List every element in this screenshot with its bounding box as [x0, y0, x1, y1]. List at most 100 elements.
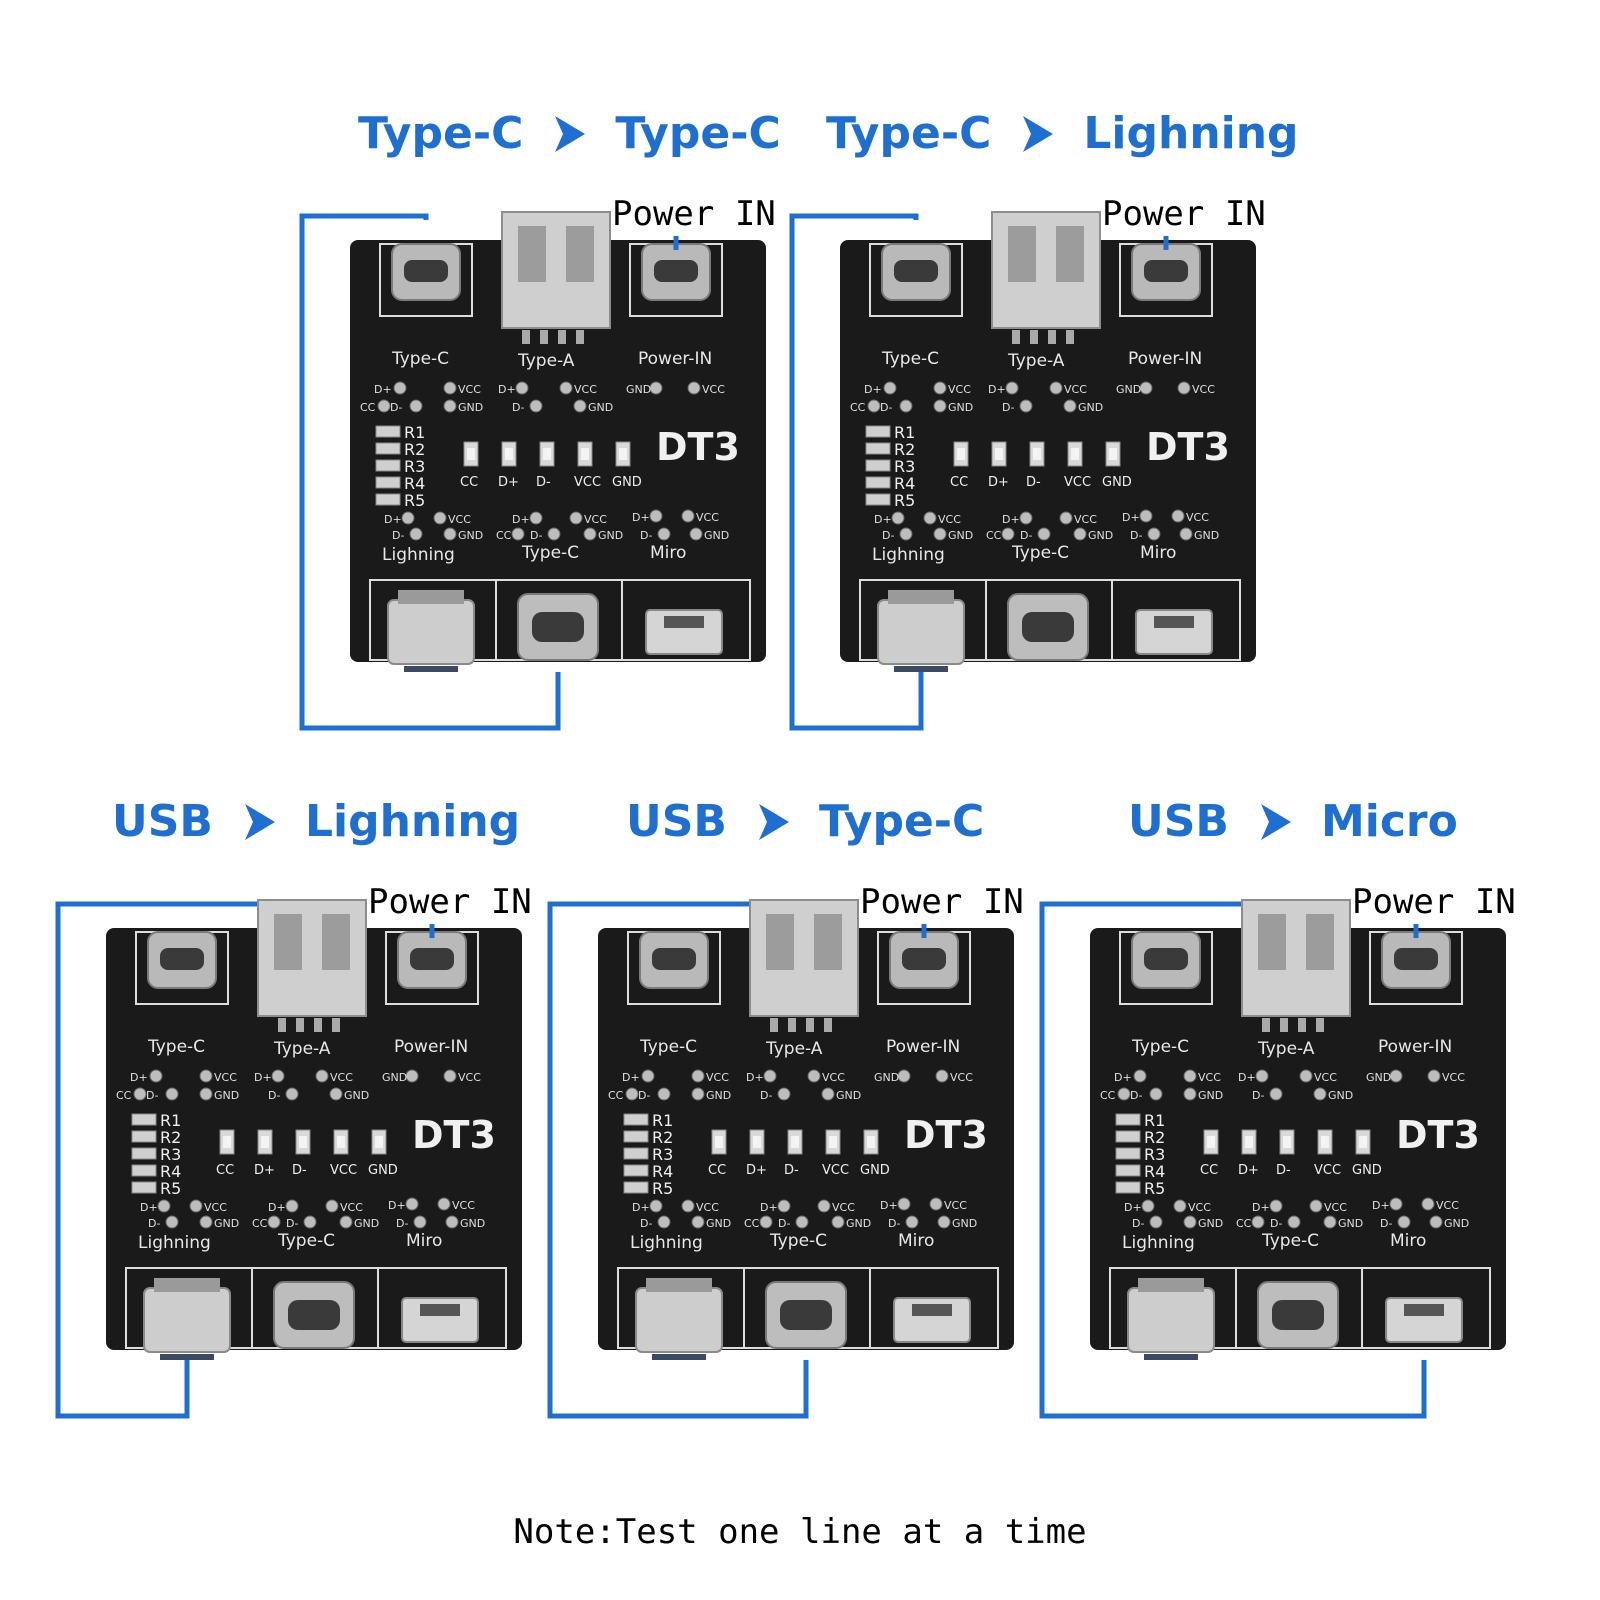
- gnd-typea-label: GND: [588, 401, 613, 414]
- dminus-micro-label: D-: [888, 1217, 900, 1230]
- dminus-typea-label: D-: [268, 1089, 280, 1102]
- vcc-typec-label: VCC: [1198, 1071, 1221, 1084]
- resistor-2: [131, 1130, 157, 1143]
- gnd-lightning-pad: [199, 1215, 213, 1229]
- dplus-typea-label: D+: [498, 383, 516, 396]
- gnd-micro-pad: [1179, 527, 1193, 541]
- resistor-4: [1115, 1164, 1141, 1177]
- heading-to: Type-C: [818, 796, 985, 847]
- dminus-typea-label: D-: [1002, 401, 1014, 414]
- dplus-typea-pad: [271, 1069, 285, 1083]
- dplus-lightning-pad: [157, 1199, 171, 1213]
- label-top-type-c: Type-C: [1131, 1037, 1189, 1057]
- vcc-typec-b-pad: [325, 1199, 339, 1213]
- gnd-typec-pad: [199, 1087, 213, 1101]
- dminus-micro-label: D-: [640, 529, 652, 542]
- dplus-micro-pad: [1139, 509, 1153, 523]
- dminus-typec-b-pad: [1287, 1215, 1301, 1229]
- dplus-typea-label: D+: [988, 383, 1006, 396]
- chevron-right-icon: [244, 803, 275, 840]
- cc-typec-label: CC: [850, 401, 866, 414]
- resistor-label-2: R2: [404, 440, 425, 459]
- micro-usb-port-bottom: [645, 609, 723, 655]
- gnd-typec-label: GND: [948, 401, 973, 414]
- dminus-typec-b-pad: [303, 1215, 317, 1229]
- dplus-typea-label: D+: [1238, 1071, 1256, 1084]
- gnd-micro-label: GND: [1194, 529, 1219, 542]
- resistor-3: [375, 459, 401, 472]
- cc-typec-b-pad: [759, 1215, 773, 1229]
- usb-a-port: [257, 899, 367, 1032]
- label-top-type-a: Type-A: [517, 351, 575, 371]
- dminus-typea-pad: [1269, 1087, 1283, 1101]
- dplus-typec-b-label: D+: [512, 513, 530, 526]
- vcc-micro-pad: [1421, 1197, 1435, 1211]
- dplus-typec-pad: [393, 381, 407, 395]
- label-top-power-in: Power-IN: [394, 1037, 468, 1057]
- vcc-power-label: VCC: [458, 1071, 481, 1084]
- label-top-type-c: Type-C: [147, 1037, 205, 1057]
- dplus-typec-b-label: D+: [1252, 1201, 1270, 1214]
- dminus-micro-pad: [1397, 1215, 1411, 1229]
- vcc-typec-b-pad: [817, 1199, 831, 1213]
- led-label-1: CC: [216, 1163, 234, 1178]
- resistor-4: [375, 476, 401, 489]
- label-top-type-c: Type-C: [881, 349, 939, 369]
- gnd-typec-pad: [443, 399, 457, 413]
- vcc-power-pad: [687, 381, 701, 395]
- vcc-lightning-label: VCC: [204, 1201, 227, 1214]
- gnd-lightning-pad: [691, 1215, 705, 1229]
- resistor-4: [865, 476, 891, 489]
- dplus-micro-pad: [405, 1197, 419, 1211]
- resistor-label-2: R2: [652, 1128, 673, 1147]
- power-in-port: [1381, 931, 1451, 989]
- micro-usb-port-bottom: [893, 1297, 971, 1343]
- led-label-5: GND: [860, 1163, 890, 1178]
- led-label-2: D+: [1238, 1163, 1259, 1178]
- dplus-lightning-pad: [1141, 1199, 1155, 1213]
- resistor-label-3: R3: [1144, 1145, 1165, 1164]
- resistor-label-1: R1: [404, 423, 425, 442]
- dminus-lightning-label: D-: [392, 529, 404, 542]
- led-label-3: D-: [1026, 475, 1041, 490]
- label-bottom-micro: Miro: [898, 1231, 934, 1251]
- chevron-right-icon: [555, 115, 586, 152]
- heading-to: Micro: [1320, 796, 1458, 847]
- type-c-port-top: [881, 243, 951, 301]
- led-label-4: VCC: [330, 1163, 357, 1178]
- power-in-label: Power IN: [860, 882, 1024, 922]
- usb-a-port: [749, 899, 859, 1032]
- dminus-typec-b-label: D-: [778, 1217, 790, 1230]
- dplus-lightning-pad: [649, 1199, 663, 1213]
- vcc-typec-label: VCC: [948, 383, 971, 396]
- dplus-lightning-label: D+: [140, 1201, 158, 1214]
- dplus-lightning-pad: [401, 511, 415, 525]
- resistor-label-2: R2: [160, 1128, 181, 1147]
- resistor-1: [1115, 1113, 1141, 1126]
- gnd-micro-pad: [937, 1215, 951, 1229]
- gnd-typec-b-label: GND: [598, 529, 623, 542]
- gnd-lightning-pad: [933, 527, 947, 541]
- resistor-label-5: R5: [160, 1179, 181, 1198]
- dplus-typec-b-label: D+: [1002, 513, 1020, 526]
- power-in-label: Power IN: [1352, 882, 1516, 922]
- resistor-3: [865, 459, 891, 472]
- type-c-port-top: [639, 931, 709, 989]
- vcc-lightning-pad: [923, 511, 937, 525]
- gnd-typea-label: GND: [344, 1089, 369, 1102]
- gnd-power-pad: [405, 1069, 419, 1083]
- chevron-right-icon: [758, 803, 789, 840]
- resistor-label-1: R1: [652, 1111, 673, 1130]
- resistor-label-2: R2: [1144, 1128, 1165, 1147]
- dt3-board: [1090, 928, 1506, 1350]
- power-in-label: Power IN: [368, 882, 532, 922]
- dt3-board: [840, 240, 1256, 662]
- cc-typec-b-pad: [267, 1215, 281, 1229]
